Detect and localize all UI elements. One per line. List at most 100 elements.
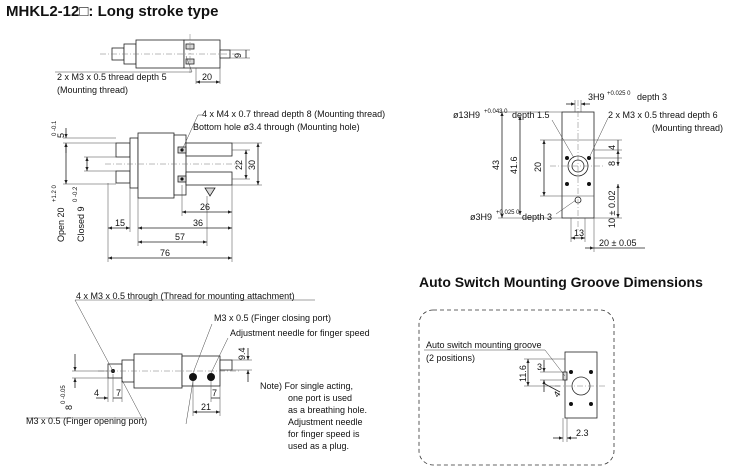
bottom-view-finger-tip bbox=[219, 359, 233, 371]
note-m4-thread: 4 x M4 x 0.7 thread depth 8 (Mounting th… bbox=[202, 109, 385, 119]
note-mount-thread-sub: (Mounting thread) bbox=[57, 85, 128, 95]
groove-hole-dot bbox=[569, 402, 573, 406]
dim-top-9: 9 bbox=[233, 53, 243, 58]
side-view-fitting bbox=[115, 142, 131, 158]
dim-bottom-7a: 7 bbox=[116, 388, 121, 398]
dim-side-26: 26 bbox=[200, 202, 210, 212]
dim-bottom-9-4: 9.4 bbox=[237, 347, 247, 360]
tol-3h9: +0.025 0 bbox=[607, 91, 631, 97]
tol-bottom-8: 0 -0.05 bbox=[61, 385, 67, 404]
note-through: 4 x M3 x 0.5 through (Thread for mountin… bbox=[76, 291, 295, 301]
side-view-body bbox=[137, 132, 175, 199]
dim-side-30: 30 bbox=[247, 160, 257, 170]
dim-open: Open 20 bbox=[56, 207, 66, 242]
dim-side-36: 36 bbox=[193, 218, 203, 228]
leader-line bbox=[555, 199, 577, 215]
leader-line bbox=[181, 114, 199, 151]
end-view: 3H9 +0.025 0 depth 3 ø13H9 +0.043 0 dept… bbox=[453, 91, 723, 252]
tol-o3h9: +0.025 0 bbox=[496, 210, 520, 216]
dimension-line bbox=[544, 383, 561, 393]
dim-end-4: 4 bbox=[607, 145, 617, 150]
note-positions: (2 positions) bbox=[426, 353, 475, 363]
tol-open: +1.2 0 bbox=[52, 184, 58, 202]
note-bottom-hole: Bottom hole ø3.4 through (Mounting hole) bbox=[193, 122, 360, 132]
dim-side-22: 22 bbox=[234, 160, 244, 170]
note-line: for finger speed is bbox=[288, 429, 360, 439]
note-3h9-depth: depth 3 bbox=[637, 92, 667, 102]
groove-hole-dot bbox=[589, 402, 593, 406]
dim-bottom-7b: 7 bbox=[212, 388, 217, 398]
side-view-fitting bbox=[115, 170, 131, 184]
note-mount-thread: 2 x M3 x 0.5 thread depth 5 bbox=[57, 72, 167, 82]
note-m3-thread: 2 x M3 x 0.5 thread depth 6 bbox=[608, 110, 718, 120]
dim-closed: Closed 9 bbox=[76, 206, 86, 242]
dim-end-20-tol: 20 ± 0.05 bbox=[599, 238, 636, 248]
note-m3-thread-sub: (Mounting thread) bbox=[652, 123, 723, 133]
leader-line bbox=[192, 323, 213, 374]
dim-side-5: 5 bbox=[56, 133, 66, 138]
bottom-view-closing-port bbox=[189, 373, 197, 381]
side-view-finger-upper bbox=[185, 142, 233, 157]
end-view-hole-dot bbox=[565, 156, 569, 160]
note-adjust: Adjustment needle for finger speed bbox=[230, 328, 370, 338]
note-o3h9-depth: depth 3 bbox=[522, 212, 552, 222]
leader-line bbox=[551, 119, 575, 159]
section-title: Auto Switch Mounting Groove Dimensions bbox=[419, 274, 703, 290]
leader-line bbox=[544, 349, 566, 377]
dim-bottom-21: 21 bbox=[201, 402, 211, 412]
note-line: used as a plug. bbox=[288, 441, 349, 451]
tol-13h9: +0.043 0 bbox=[484, 109, 508, 115]
end-view-hole-dot bbox=[587, 182, 591, 186]
page-title: MHKL2-12□: Long stroke type bbox=[6, 3, 219, 20]
dim-side-57: 57 bbox=[175, 232, 185, 242]
dim-end-43: 43 bbox=[491, 160, 501, 170]
side-view-hole-dot bbox=[180, 177, 184, 181]
leader-line bbox=[121, 379, 143, 419]
note-groove: Auto switch mounting groove bbox=[426, 340, 542, 350]
dim-end-8: 8 bbox=[607, 161, 617, 166]
groove-detail-frame bbox=[418, 309, 615, 466]
bottom-view: 4 x M3 x 0.5 through (Thread for mountin… bbox=[26, 291, 370, 426]
dim-top-20: 20 bbox=[202, 72, 212, 82]
note-13h9-depth: depth 1.5 bbox=[512, 110, 550, 120]
leader-line bbox=[185, 55, 193, 73]
dim-groove-4: 4 bbox=[551, 389, 562, 399]
bottom-view-adjust-needle bbox=[207, 373, 215, 381]
top-view: 2 x M3 x 0.5 thread depth 5 (Mounting th… bbox=[55, 34, 250, 95]
dim-end-10: 10 ± 0.02 bbox=[607, 191, 617, 228]
note-opening-port: M3 x 0.5 (Finger opening port) bbox=[26, 416, 147, 426]
dim-groove-3: 3 bbox=[537, 362, 542, 372]
side-view-adjust-needle bbox=[204, 187, 216, 197]
leader-line bbox=[210, 337, 229, 374]
dim-end-13: 13 bbox=[574, 228, 584, 238]
dim-side-15: 15 bbox=[115, 218, 125, 228]
groove-hole-dot bbox=[589, 370, 593, 374]
groove-hole-dot bbox=[569, 370, 573, 374]
side-view-collar bbox=[129, 137, 139, 189]
dim-side-76: 76 bbox=[160, 248, 170, 258]
tol-side-5: 0 -0.1 bbox=[52, 120, 58, 136]
note-closing-port: M3 x 0.5 (Finger closing port) bbox=[214, 313, 331, 323]
side-view-finger-lower bbox=[185, 171, 233, 186]
dim-bottom-4: 4 bbox=[94, 388, 99, 398]
note-o3h9: ø3H9 bbox=[470, 212, 492, 222]
dim-end-20: 20 bbox=[533, 162, 543, 172]
dim-bottom-8: 8 bbox=[64, 405, 74, 410]
side-view: 4 x M4 x 0.7 thread depth 8 (Mounting th… bbox=[52, 109, 385, 262]
dim-end-41-6: 41.6 bbox=[509, 156, 519, 174]
dim-groove-2-3: 2.3 bbox=[576, 428, 589, 438]
note-line: one port is used bbox=[288, 393, 352, 403]
note-3h9: 3H9 bbox=[588, 92, 605, 102]
note-line: Note) For single acting, bbox=[260, 381, 353, 391]
leader-line bbox=[185, 380, 194, 425]
dim-groove-11-6: 11.6 bbox=[518, 365, 528, 382]
tol-closed: 0 -0.2 bbox=[73, 186, 79, 202]
note-line: Adjustment needle bbox=[288, 417, 363, 427]
note-line: as a breathing hole. bbox=[288, 405, 367, 415]
end-view-hole-dot bbox=[565, 182, 569, 186]
note-13h9: ø13H9 bbox=[453, 110, 480, 120]
side-view-finger-block bbox=[173, 134, 187, 196]
leader-line bbox=[74, 299, 114, 372]
